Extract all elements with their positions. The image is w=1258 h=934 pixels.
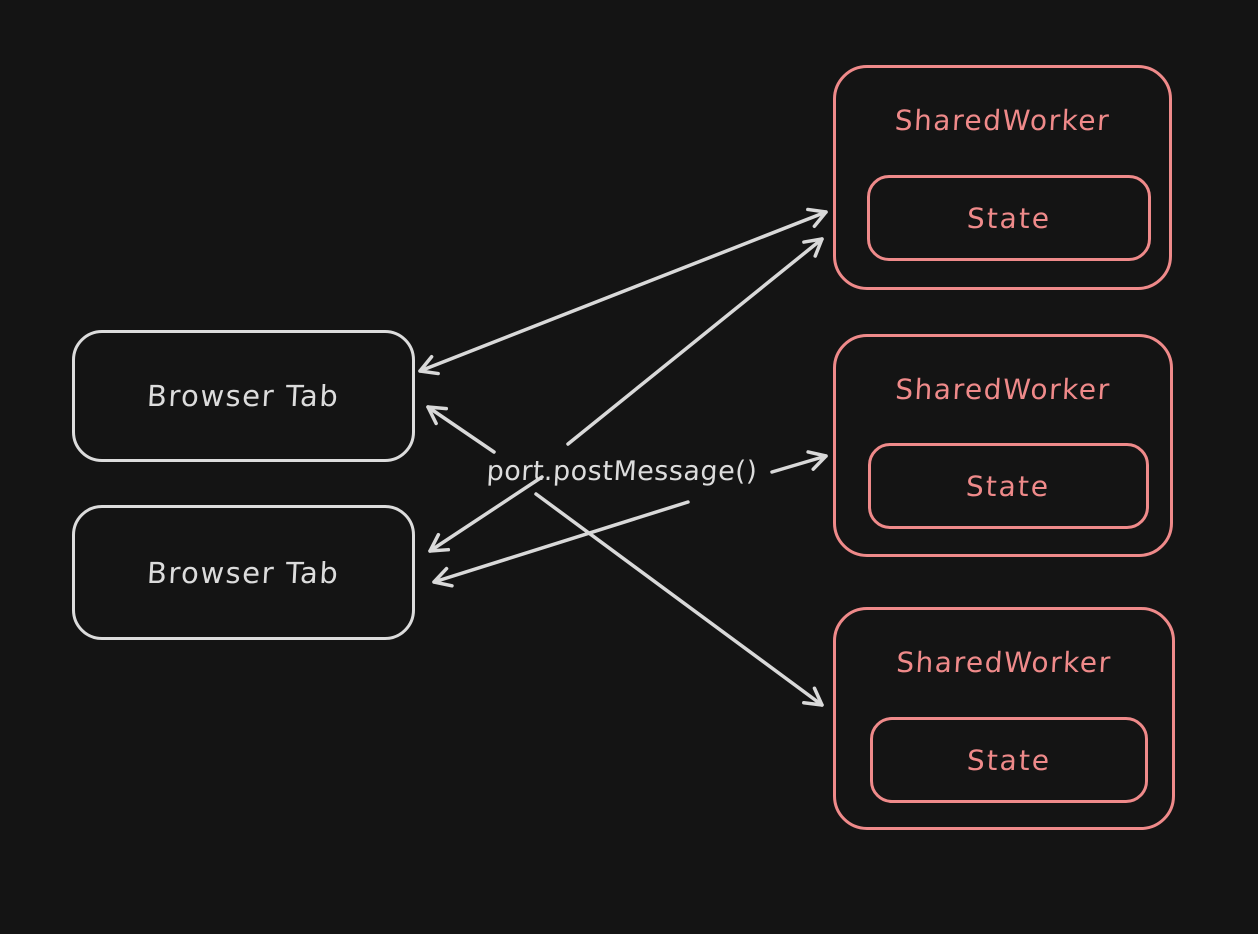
browser-tab-2-box[interactable]: Browser Tab xyxy=(72,505,415,640)
arrow-tab1-worker1-bidirectional[interactable] xyxy=(418,207,828,376)
shared-worker-3-state-box[interactable]: State xyxy=(870,717,1148,803)
arrow-center-to-tab1[interactable] xyxy=(426,405,496,454)
arrow-center-to-worker2[interactable] xyxy=(770,450,828,474)
arrow-center-to-tab2-upper[interactable] xyxy=(428,475,544,553)
browser-tab-1-label: Browser Tab xyxy=(146,379,341,413)
shared-worker-1-title: SharedWorker xyxy=(894,104,1111,137)
shared-worker-1-box[interactable]: SharedWorker State xyxy=(833,65,1172,290)
shared-worker-1-state-box[interactable]: State xyxy=(867,175,1151,261)
shared-worker-2-box[interactable]: SharedWorker State xyxy=(833,334,1173,557)
arrow-center-to-worker3[interactable] xyxy=(534,492,824,707)
port-postmessage-label[interactable]: port.postMessage() xyxy=(485,456,759,487)
arrow-worker2-to-tab2[interactable] xyxy=(432,500,690,588)
shared-worker-2-title: SharedWorker xyxy=(894,373,1112,406)
shared-worker-2-state-box[interactable]: State xyxy=(868,443,1149,529)
browser-tab-1-box[interactable]: Browser Tab xyxy=(72,330,415,462)
shared-worker-3-box[interactable]: SharedWorker State xyxy=(833,607,1175,830)
shared-worker-3-state-label: State xyxy=(966,743,1052,777)
shared-worker-2-state-label: State xyxy=(965,469,1052,503)
shared-worker-1-state-label: State xyxy=(966,201,1052,235)
browser-tab-2-label: Browser Tab xyxy=(146,555,341,590)
arrow-center-to-worker1[interactable] xyxy=(566,237,824,446)
shared-worker-3-title: SharedWorker xyxy=(895,646,1113,679)
